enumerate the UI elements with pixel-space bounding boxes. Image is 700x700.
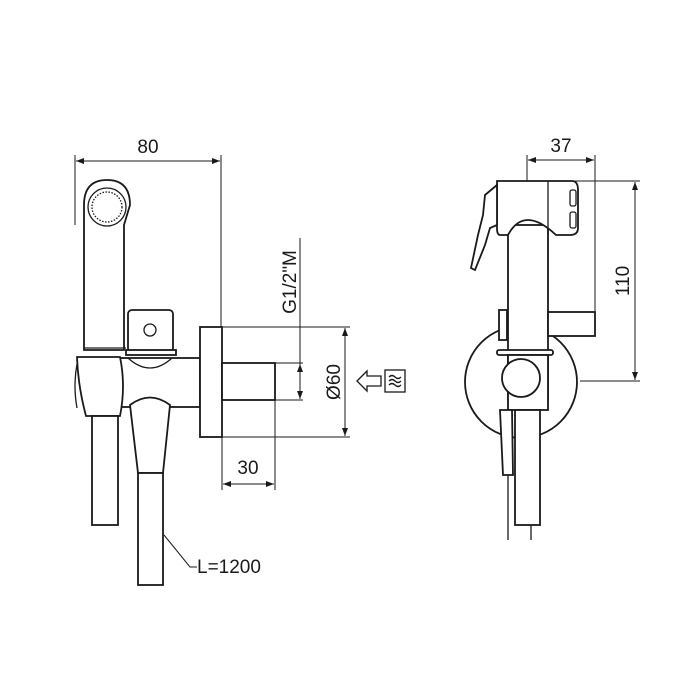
depth-label: 30 xyxy=(237,458,258,479)
dimension-37: 37 xyxy=(526,136,596,336)
head-depth-label: 37 xyxy=(550,136,571,157)
arrow-left-icon xyxy=(356,369,382,393)
hose-connector xyxy=(129,396,171,586)
side-view: 37 110 xyxy=(464,136,640,540)
side-elbow xyxy=(499,354,549,540)
dimension-80: 80 xyxy=(74,137,222,330)
dimension-thread: G1/2"M xyxy=(275,238,303,401)
thread-label: G1/2"M xyxy=(280,250,301,314)
diameter-label: Ø60 xyxy=(324,364,345,400)
hand-shower xyxy=(83,179,131,351)
wall-plate xyxy=(199,326,350,438)
front-view: 80 xyxy=(74,137,406,586)
dimension-110: 110 xyxy=(575,180,640,382)
hose-length-callout: L=1200 xyxy=(163,534,261,578)
dimension-80-label: 80 xyxy=(137,137,158,158)
holder xyxy=(125,309,177,356)
height-label: 110 xyxy=(613,266,634,296)
hose-length-label: L=1200 xyxy=(197,557,261,578)
water-waves-icon xyxy=(384,369,406,393)
dimension-60: Ø60 xyxy=(324,328,348,436)
dimension-30: 30 xyxy=(221,400,276,490)
